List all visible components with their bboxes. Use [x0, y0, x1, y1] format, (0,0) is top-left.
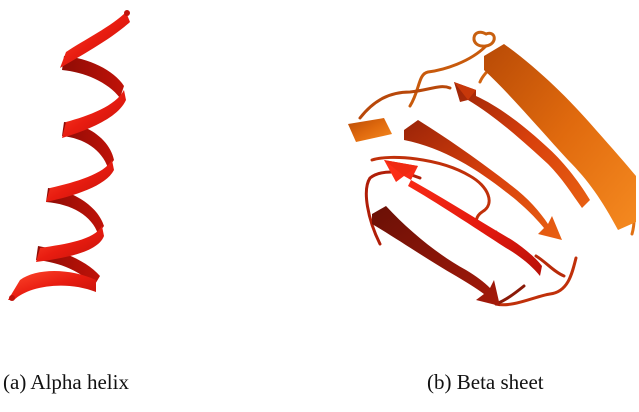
caption-beta-sheet: (b) Beta sheet [427, 372, 544, 393]
beta-strand-3 [404, 120, 562, 240]
beta-sheet-panel: (b) Beta sheet [300, 0, 639, 412]
beta-strand-4 [384, 160, 542, 276]
helix-start-cap [9, 295, 15, 301]
beta-sheet-ribbon [300, 0, 639, 412]
alpha-helix-ribbon [0, 0, 300, 412]
beta-strand-1 [484, 44, 636, 230]
helix-end-cap [124, 10, 130, 16]
alpha-helix-panel: (a) Alpha helix [0, 0, 300, 412]
beta-strand-5 [372, 206, 500, 306]
beta-strand-short [348, 118, 392, 142]
caption-alpha-helix: (a) Alpha helix [3, 372, 129, 393]
